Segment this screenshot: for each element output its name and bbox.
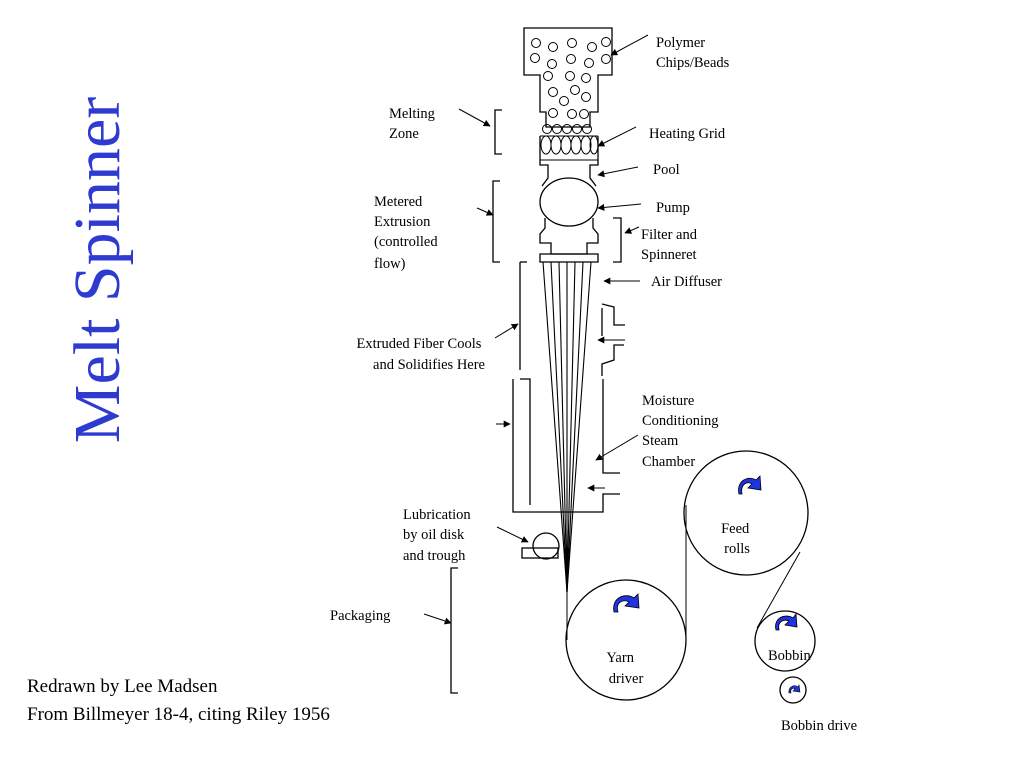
label-pump: Pump [656, 200, 690, 216]
feed-roll [683, 450, 809, 576]
pump-body [539, 177, 599, 227]
fiber-bundle [542, 261, 592, 593]
bobbin-drive-roll [779, 676, 807, 704]
label-bobbin: Bobbin [768, 648, 811, 664]
heating-grid [540, 135, 599, 155]
label-air-diffuser: Air Diffuser [651, 274, 722, 290]
bobbin-roll [754, 610, 816, 672]
polymer-beads [530, 37, 611, 134]
credit-line-2: From Billmeyer 18-4, citing Riley 1956 [27, 704, 330, 725]
leader-arrows [423, 34, 649, 625]
curved-rotation-arrow-icon [775, 612, 798, 631]
oil-disk [532, 532, 560, 560]
label-feed-rolls: Feed rolls [721, 521, 753, 557]
pool-housing [539, 136, 599, 187]
steam-chamber [512, 378, 620, 513]
filter-spinneret-bracket [613, 217, 622, 263]
label-yarn-driver: Yarn driver [606, 650, 643, 687]
air-diffuser [601, 303, 625, 376]
melting-zone-bracket [494, 109, 502, 155]
label-lubrication: Lubrication by oil disk and trough [403, 507, 474, 564]
oil-trough [521, 547, 559, 559]
label-bobbin-drive: Bobbin drive [781, 718, 857, 734]
spinneret-plate [539, 253, 599, 263]
label-metered-extrusion: Metered Extrusion (controlled flow) [374, 194, 441, 272]
hopper [523, 27, 613, 128]
label-filter-spinneret: Filter and Spinneret [641, 227, 701, 263]
credit-line-1: Redrawn by Lee Madsen [27, 676, 218, 697]
label-polymer: Polymer Chips/Beads [656, 35, 730, 71]
label-packaging: Packaging [330, 608, 390, 624]
label-moisture-chamber: Moisture Conditioning Steam Chamber [642, 393, 722, 470]
curved-rotation-arrow-icon [613, 593, 640, 613]
metered-extrusion-bracket [492, 180, 500, 263]
label-heating-grid: Heating Grid [649, 126, 726, 142]
curved-rotation-arrow-icon [738, 475, 762, 495]
label-extruded-fiber: Extruded Fiber Cools and Solidifies Here [357, 336, 485, 373]
filter-spinneret [539, 218, 599, 255]
yarn-path [566, 505, 801, 640]
packaging-bracket [450, 567, 458, 694]
curved-rotation-arrow-icon [788, 684, 801, 694]
label-melting-zone: Melting Zone [389, 106, 439, 142]
label-pool: Pool [653, 162, 680, 178]
